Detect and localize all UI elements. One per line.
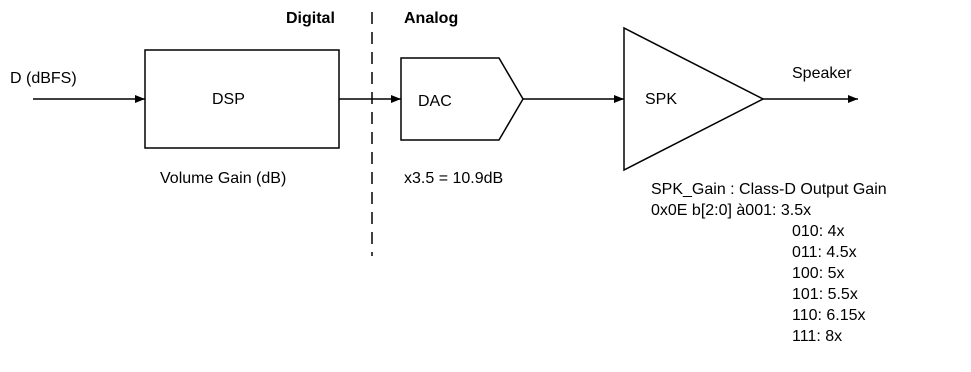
gain-note-register: 0x0E b[2:0] à001: 3.5x [651,202,812,219]
speaker-output-label: Speaker [792,65,852,82]
gain-option: 110: 6.15x [792,307,866,324]
gain-option: 010: 4x [792,223,845,240]
analog-section-label: Analog [404,10,459,27]
gain-option: 011: 4.5x [792,244,857,261]
spk-label: SPK [645,91,678,108]
gain-note-title: SPK_Gain : Class-D Output Gain [651,181,887,198]
dac-caption: x3.5 = 10.9dB [404,170,504,187]
dac-block [400,57,524,141]
input-label: D (dBFS) [10,70,77,87]
dsp-label: DSP [212,91,245,108]
gain-option: 100: 5x [792,265,845,282]
spk-amplifier-triangle [623,26,765,172]
dsp-block [144,49,340,149]
digital-section-label: Digital [286,10,335,27]
gain-option: 111: 8x [792,328,843,345]
dac-label: DAC [418,93,452,110]
dsp-caption: Volume Gain (dB) [160,170,287,187]
gain-option: 101: 5.5x [792,286,858,303]
